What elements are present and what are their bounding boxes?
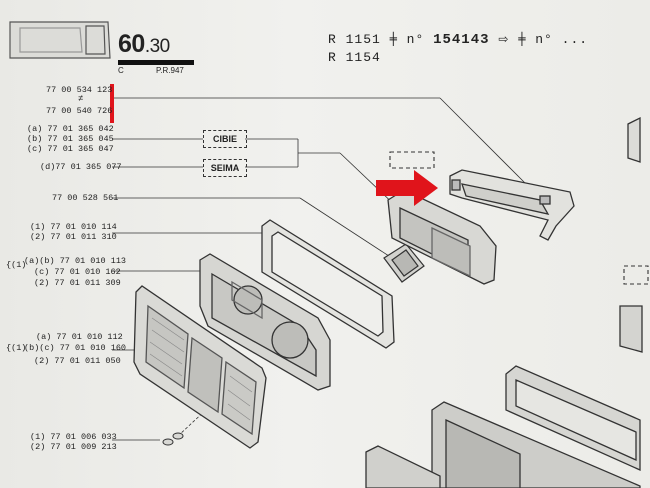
lamp-housing — [199, 253, 331, 391]
part-number: (c) 77 01 010 162 — [34, 267, 121, 277]
part-number: (2) 77 01 011 310 — [30, 232, 117, 242]
part-number: (c) 77 01 365 047 — [27, 144, 114, 154]
chassis-icon: ╪ — [389, 32, 398, 46]
ref-no-label: n° — [406, 32, 425, 47]
ref-ellipsis: ... — [561, 32, 589, 47]
lamp-gasket — [261, 219, 395, 349]
part-number: (1) 77 01 006 033 — [30, 432, 117, 442]
part-number: (b)(c) 77 01 010 160 — [24, 343, 127, 353]
reference-line-1: R 1151 ╪ n° 154143 ⇨ ╪ n° ... — [328, 32, 588, 48]
part-number: (b) 77 01 365 045 — [27, 134, 114, 144]
lamp-bracket — [449, 169, 575, 241]
section-code-pr: P.R.947 — [156, 66, 184, 75]
part-neq-symbol: ≠ — [78, 94, 84, 104]
part-number: (d)77 01 365 077 — [40, 162, 122, 172]
part-brace: {(1) — [6, 260, 27, 270]
supplier-box-cibie: CIBIE — [203, 130, 247, 148]
lamp-lens — [133, 285, 267, 449]
part-number: 77 00 540 726 — [46, 106, 113, 116]
part-number: (2) 77 01 009 213 — [30, 442, 117, 452]
part-number: (a) 77 01 010 112 — [36, 332, 123, 342]
lamp-right-set — [365, 116, 643, 488]
highlight-bar — [110, 84, 114, 123]
placeholder-boxes — [389, 151, 649, 285]
part-number: (a)(b) 77 01 010 113 — [24, 256, 127, 266]
reference-line-2: R 1154 — [328, 50, 381, 65]
ref-no-label-2: n° — [535, 32, 553, 47]
part-brace: {(1) — [6, 343, 27, 353]
part-number: (2) 77 01 011 309 — [34, 278, 121, 288]
part-number: 77 00 528 561 — [52, 193, 119, 203]
part-number: (1) 77 01 010 114 — [30, 222, 117, 232]
bulb-icon — [162, 432, 184, 446]
part-number: 77 00 534 123 — [46, 85, 113, 95]
ref-arrow: ⇨ — [498, 32, 510, 46]
lamp-thumbnail — [9, 21, 111, 59]
reflector-square — [383, 243, 425, 283]
part-number: (2) 77 01 011 050 — [34, 356, 121, 366]
lamp-assembly — [387, 189, 497, 285]
section-sub: .30 — [144, 36, 170, 57]
red-arrow-icon — [376, 170, 438, 206]
ref-model-1151: R 1151 — [328, 32, 381, 47]
section-number: 60.30 — [118, 30, 170, 59]
part-number: (a) 77 01 365 042 — [27, 124, 114, 134]
section-main: 60 — [118, 30, 145, 58]
ref-chassis-number: 154143 — [433, 32, 490, 48]
supplier-box-seima: SEIMA — [203, 159, 247, 177]
section-code-c: C — [118, 66, 124, 75]
chassis-icon-2: ╪ — [518, 32, 527, 46]
section-underline — [118, 60, 194, 65]
